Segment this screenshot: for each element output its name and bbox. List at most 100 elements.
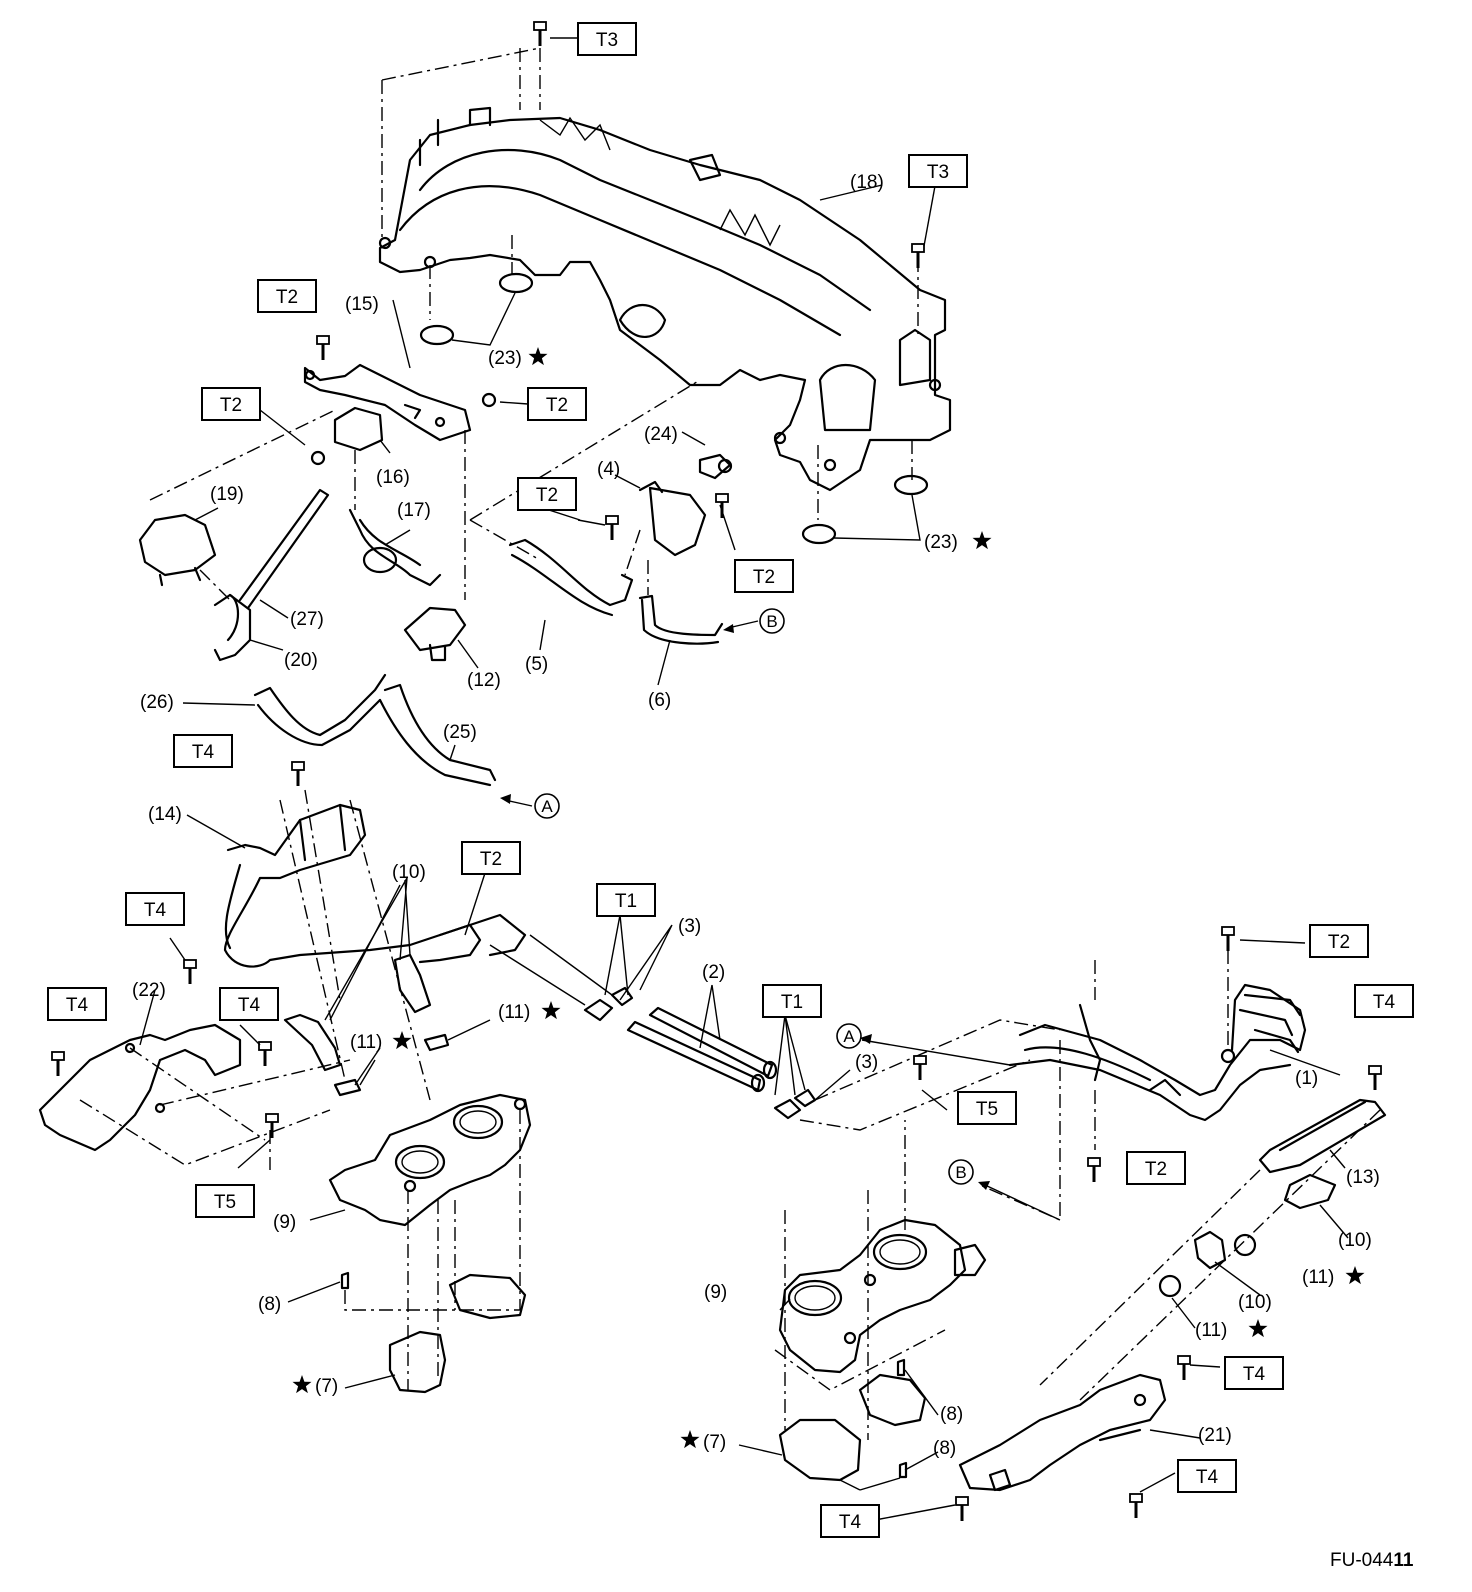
- svg-text:T5: T5: [214, 1192, 236, 1213]
- star-icon: [292, 1375, 312, 1394]
- check-valve-12: [403, 606, 467, 662]
- o-ring: [801, 523, 837, 545]
- bolt-icon: [714, 492, 730, 520]
- marker-a-center: A: [836, 1023, 862, 1049]
- fuel-pipe-assembly-1: [1008, 983, 1307, 1122]
- svg-text:(7): (7): [315, 1376, 338, 1397]
- torque-t4-e: T4: [1354, 984, 1414, 1018]
- bolt-icon: [954, 1495, 970, 1523]
- o-ring: [498, 272, 534, 294]
- torque-t4-c: T4: [47, 987, 107, 1021]
- fuel-pipe-14: [223, 803, 527, 968]
- pressure-sensor-4: [638, 480, 707, 557]
- label-26: (26): [140, 692, 174, 713]
- svg-text:T4: T4: [192, 742, 215, 763]
- bolt-icon: [290, 760, 306, 788]
- svg-text:T5: T5: [976, 1099, 998, 1120]
- svg-text:A: A: [541, 797, 553, 816]
- svg-text:T2: T2: [1145, 1159, 1167, 1180]
- bolt-icon: [264, 1112, 280, 1140]
- marker-b-center: B: [948, 1159, 974, 1185]
- torque-t2-d: T2: [517, 477, 577, 511]
- torque-t2-b: T2: [201, 387, 261, 421]
- label-21: (21): [1198, 1425, 1232, 1446]
- torque-t2-a: T2: [257, 279, 317, 313]
- svg-text:B: B: [766, 612, 777, 631]
- label-15: (15): [345, 294, 379, 315]
- bolt-icon: [532, 20, 548, 48]
- bolt-icon: [910, 242, 926, 270]
- svg-text:B: B: [955, 1163, 966, 1182]
- star-icon: [972, 531, 992, 550]
- svg-text:T4: T4: [144, 900, 167, 921]
- label-12: (12): [467, 670, 501, 691]
- torque-t2-g: T2: [1309, 924, 1369, 958]
- svg-text:T1: T1: [781, 992, 803, 1013]
- torque-t3-top: T3: [577, 22, 637, 56]
- svg-text:(11): (11): [350, 1032, 382, 1053]
- o-ring: [419, 324, 455, 346]
- label-10-right-b: (10): [1238, 1292, 1272, 1313]
- label-11-right-b: (11): [1195, 1319, 1268, 1341]
- label-7-left: (7): [292, 1375, 338, 1397]
- marker-a-left: A: [534, 793, 560, 819]
- label-23-left: (23): [488, 347, 548, 369]
- svg-text:T4: T4: [1196, 1467, 1219, 1488]
- label-27: (27): [290, 609, 324, 630]
- bolt-icon: [257, 1040, 273, 1068]
- torque-t2-e: T2: [734, 559, 794, 593]
- torque-t2-f: T2: [461, 841, 521, 875]
- intake-manifold: [378, 106, 952, 492]
- torque-t5-right: T5: [957, 1091, 1017, 1125]
- svg-text:T2: T2: [1328, 932, 1350, 953]
- label-8-left: (8): [258, 1294, 281, 1315]
- svg-text:T2: T2: [220, 395, 242, 416]
- label-7-right: (7): [680, 1430, 726, 1453]
- bolt-icon: [182, 958, 198, 986]
- bolt-icon: [315, 334, 331, 362]
- svg-text:(23): (23): [488, 348, 522, 369]
- svg-text:T4: T4: [66, 995, 89, 1016]
- throttle-body-right: [778, 1218, 987, 1374]
- star-icon: [680, 1430, 700, 1449]
- bracket-assembly: [303, 334, 497, 466]
- torque-t4-d: T4: [219, 987, 279, 1021]
- bracket-22: [38, 1023, 242, 1152]
- label-18: (18): [850, 172, 884, 193]
- star-icon: [392, 1031, 412, 1050]
- label-10-left: (10): [392, 862, 426, 883]
- label-8-right-a: (8): [940, 1404, 963, 1425]
- label-3-center: (3): [855, 1052, 878, 1073]
- label-22: (22): [132, 980, 166, 1001]
- svg-text:T4: T4: [1373, 992, 1396, 1013]
- torque-t4-g: T4: [1177, 1459, 1237, 1493]
- label-1: (1): [1295, 1068, 1318, 1089]
- svg-text:(11): (11): [1195, 1320, 1227, 1341]
- marker-b-top: B: [759, 608, 785, 634]
- torque-t4-b: T4: [125, 892, 185, 926]
- svg-text:A: A: [843, 1027, 855, 1046]
- label-20: (20): [284, 650, 318, 671]
- label-5: (5): [525, 654, 548, 675]
- bolt-icon: [912, 1054, 928, 1082]
- label-3-top: (3): [678, 916, 701, 937]
- svg-text:(23): (23): [924, 532, 958, 553]
- label-25: (25): [443, 722, 477, 743]
- torque-t1-a: T1: [596, 883, 656, 917]
- star-icon: [1345, 1266, 1365, 1285]
- svg-text:(7): (7): [703, 1432, 726, 1453]
- svg-text:(11): (11): [498, 1002, 530, 1023]
- label-16: (16): [376, 467, 410, 488]
- throttle-body-left: [328, 1093, 532, 1227]
- label-2: (2): [702, 962, 725, 983]
- fuel-hoses-2: [626, 1006, 778, 1093]
- fuel-pipe-13: [1258, 1098, 1387, 1174]
- label-13: (13): [1346, 1167, 1380, 1188]
- label-24: (24): [644, 424, 678, 445]
- svg-text:T3: T3: [596, 30, 618, 51]
- svg-text:T2: T2: [546, 395, 568, 416]
- label-14: (14): [148, 804, 182, 825]
- bolt-icon: [50, 1050, 66, 1078]
- label-19: (19): [210, 484, 244, 505]
- bolt-icon: [1176, 1354, 1192, 1382]
